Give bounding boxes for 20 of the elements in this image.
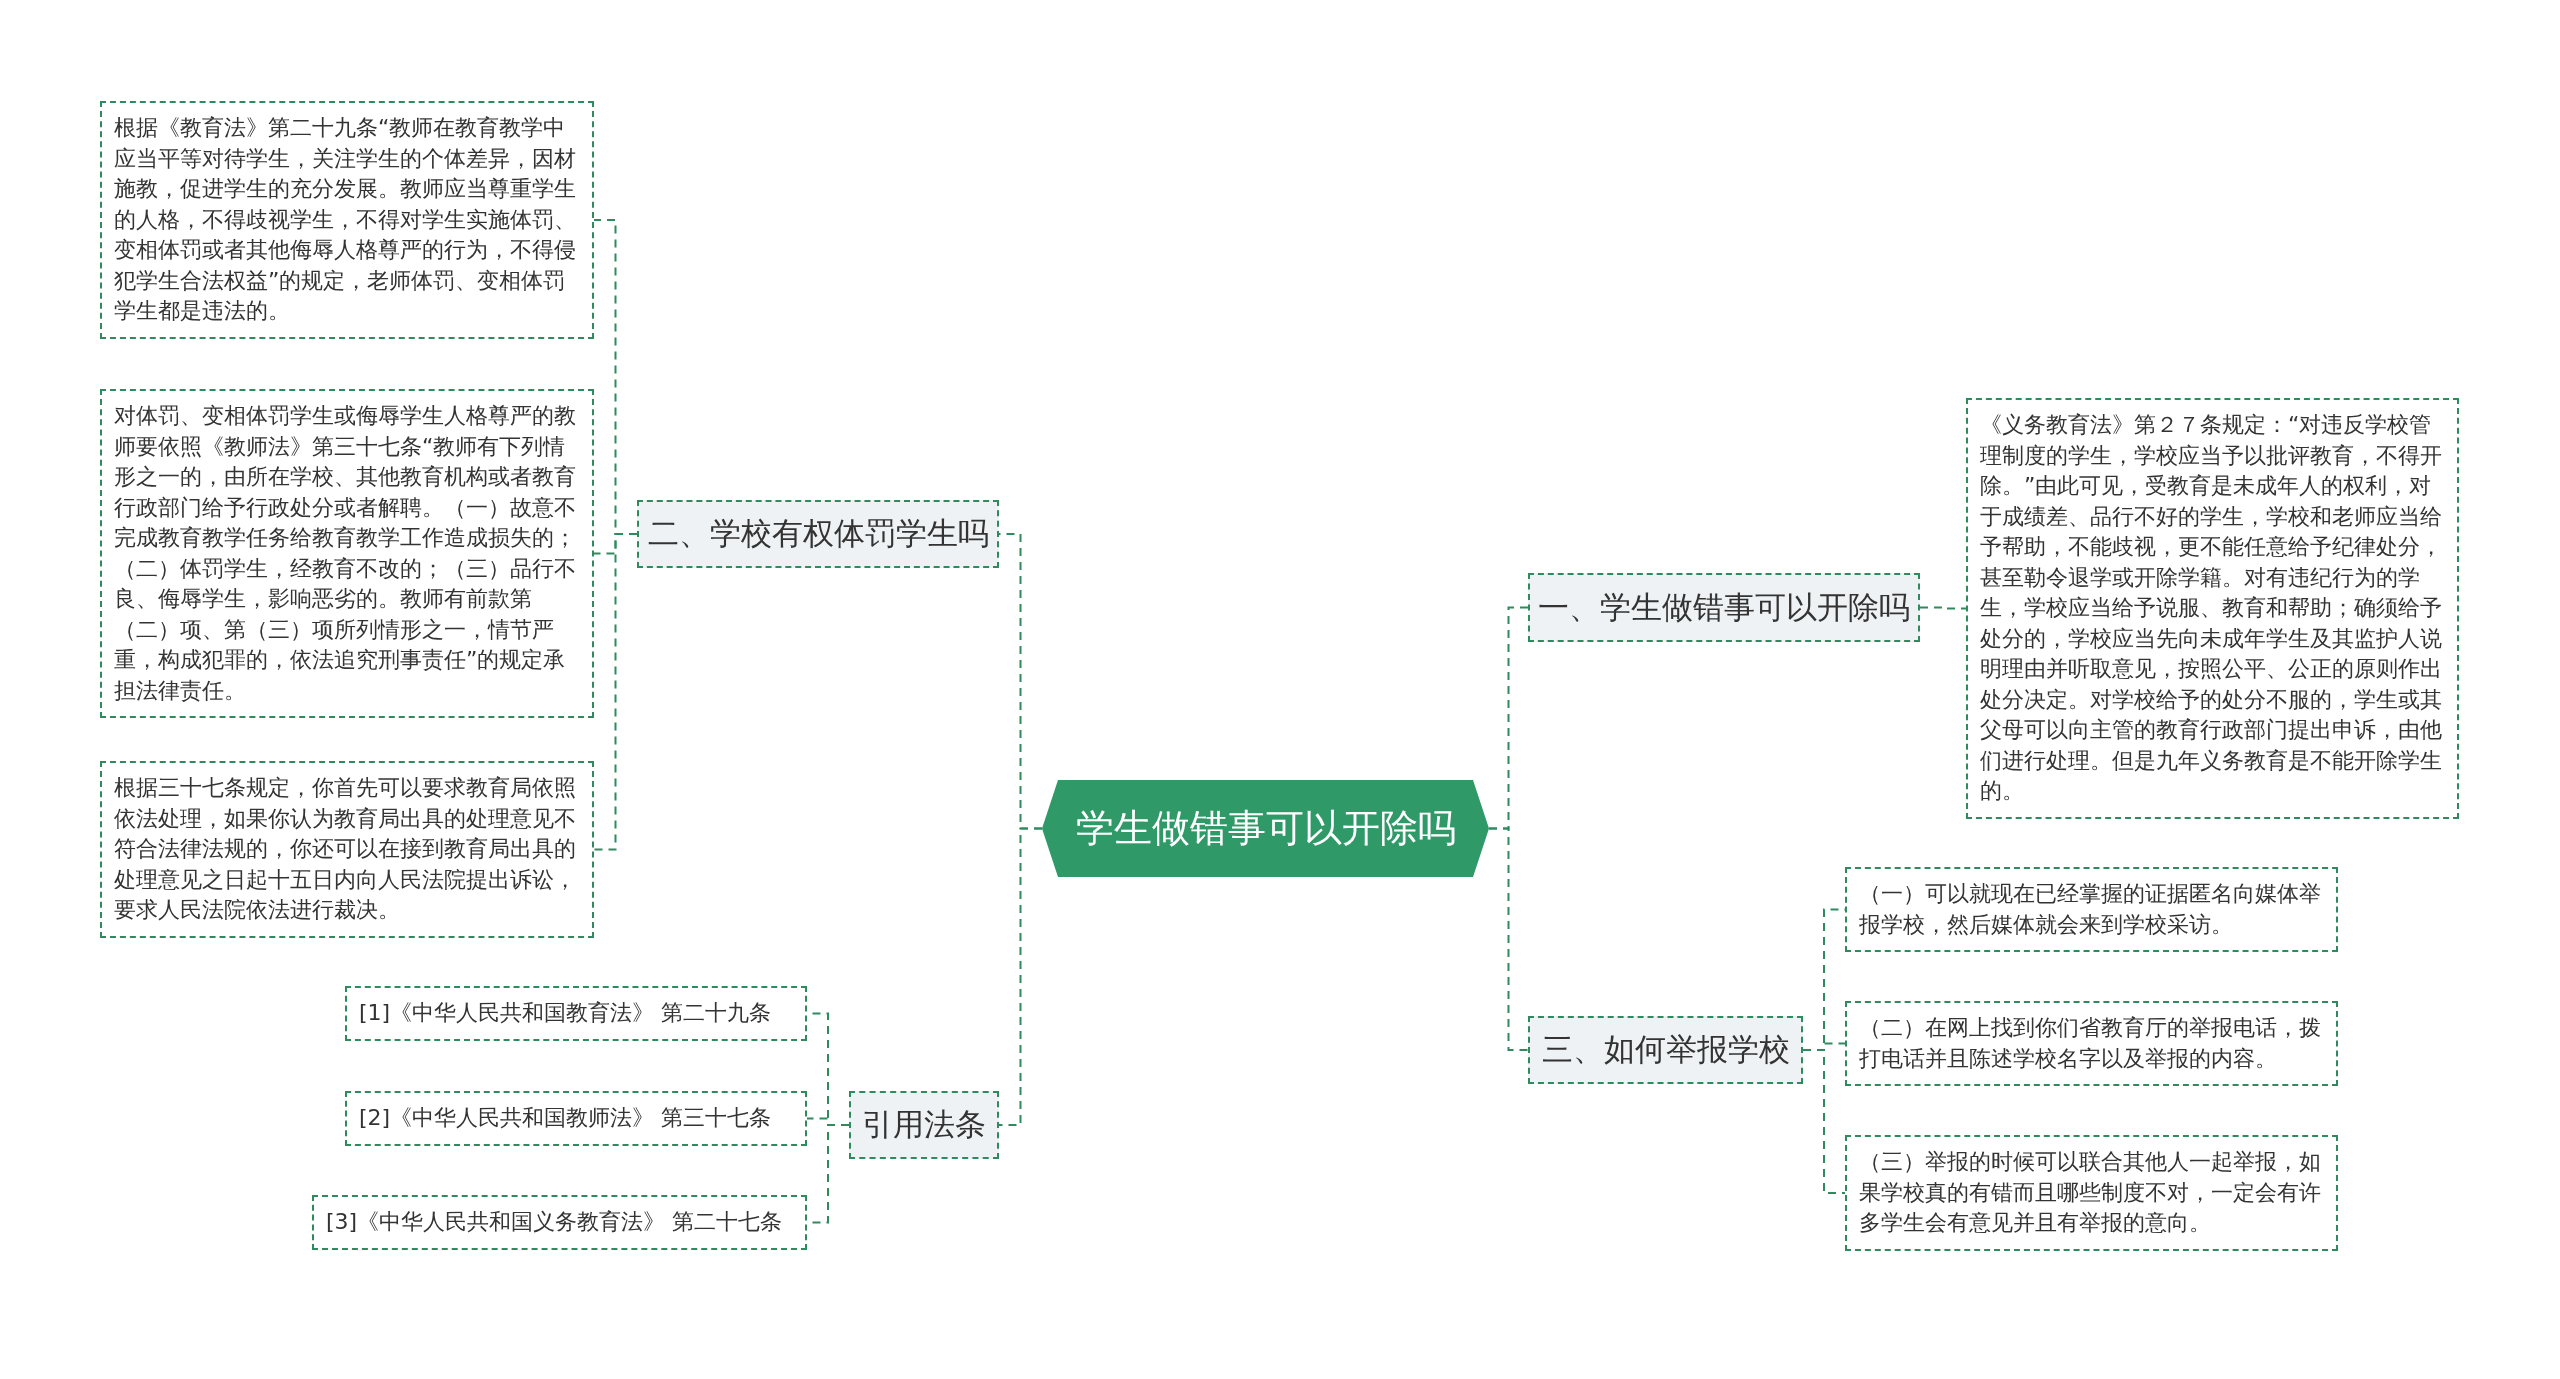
topic-box: 引用法条 xyxy=(849,1091,999,1159)
text-box: [1]《中华人民共和国教育法》 第二十九条 xyxy=(345,986,807,1041)
topic-box: 三、如何举报学校 xyxy=(1528,1016,1803,1084)
text-box: 《义务教育法》第２７条规定：“对违反学校管理制度的学生，学校应当予以批评教育，不得开除。”由此可见，受教育是未成年人的权利，对于成绩差、品行不好的学生，学校和老师应当给予帮助，不能歧视，更不能任意给予纪律处分，甚至勒令退学或开除学籍。对有违纪行为的学生，学校应当给予说服、教育和帮助；确须给予处分的，学校应当先向未成年学生及其监护人说明理由并听取意见，按照公平、公正的原则作出处分决定。对学校给予的处分不服的，学生或其父母可以向主管的教育行政部门提出申诉，由他们进行处理。但是九年义务教育是不能开除学生的。 xyxy=(1966,398,2459,819)
connector-line xyxy=(1488,827,1529,1051)
connector-line xyxy=(998,827,1043,1126)
text-box: 对体罚、变相体罚学生或侮辱学生人格尊严的教师要依照《教师法》第三十七条“教师有下列情形之一的，由所在学校、其他教育机构或者教育行政部门给予行政处分或者解聘。（一）故意不完成教育教学任务给教育教学工作造成损失的；（二）体罚学生，经教育不改的；（三）品行不良、侮辱学生，影响恶劣的。教师有前款第（二）项、第（三）项所列情形之一，情节严重，构成犯罪的，依法追究刑事责任”的规定承担法律责任。 xyxy=(100,389,594,718)
text-box: （二）在网上找到你们省教育厅的举报电话，拨打电话并且陈述学校名字以及举报的内容。 xyxy=(1845,1001,2338,1086)
topic-box: 二、学校有权体罚学生吗 xyxy=(637,500,999,568)
connector-line xyxy=(1919,606,1967,610)
connector-line xyxy=(593,533,638,851)
text-box: 根据三十七条规定，你首先可以要求教育局依照依法处理，如果你认为教育局出具的处理意见不符合法律法规的，你还可以在接到教育局出具的处理意见之日起十五日内向人民法院提出诉讼，要求人民法院依法进行裁决。 xyxy=(100,761,594,938)
topic-box: 一、学生做错事可以开除吗 xyxy=(1528,573,1920,642)
text-box: [2]《中华人民共和国教师法》 第三十七条 xyxy=(345,1091,807,1146)
text-box: （一）可以就现在已经掌握的证据匿名向媒体举报学校，然后媒体就会来到学校采访。 xyxy=(1845,867,2338,952)
text-box: （三）举报的时候可以联合其他人一起举报，如果学校真的有错而且哪些制度不对，一定会有许多学生会有意见并且有举报的意向。 xyxy=(1845,1135,2338,1251)
central-topic: 学生做错事可以开除吗 xyxy=(1042,780,1489,877)
text-box: 根据《教育法》第二十九条“教师在教育教学中应当平等对待学生，关注学生的个体差异，因材施教，促进学生的充分发展。教师应当尊重学生的人格，不得歧视学生，不得对学生实施体罚、变相体罚或者其他侮辱人格尊严的行为，不得侵犯学生合法权益”的规定，老师体罚、变相体罚学生都是违法的。 xyxy=(100,101,594,339)
connector-line xyxy=(1802,1049,1846,1194)
text-box: [3]《中华人民共和国义务教育法》 第二十七条 xyxy=(312,1195,807,1250)
